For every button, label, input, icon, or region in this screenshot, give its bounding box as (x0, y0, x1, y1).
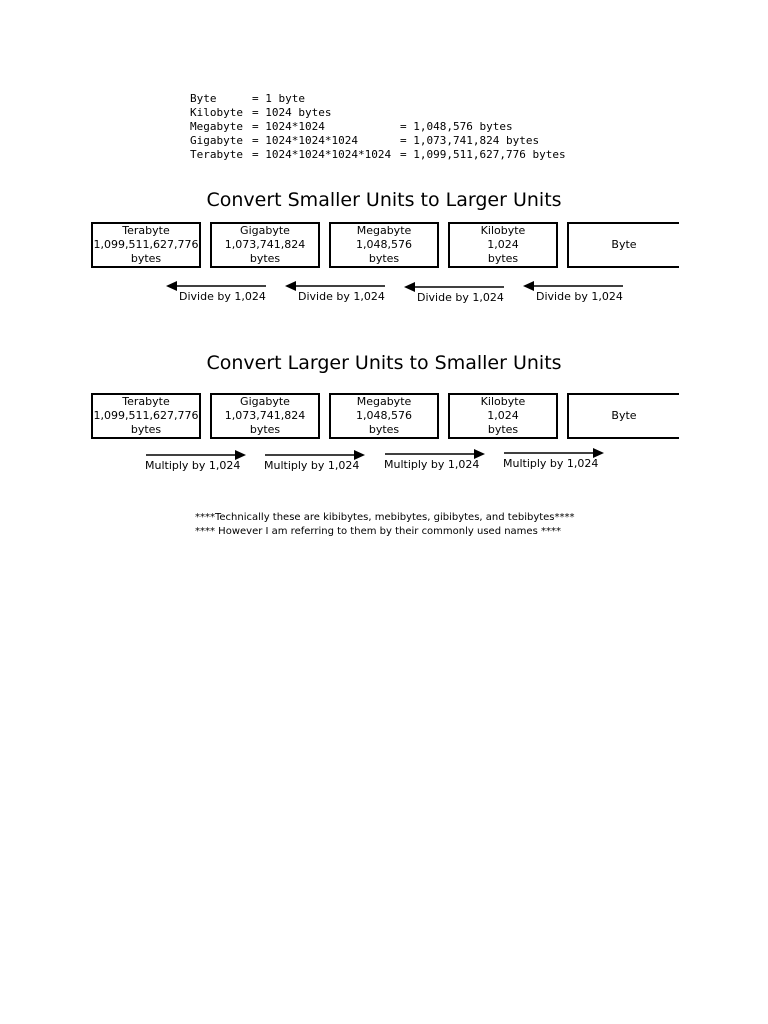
arrow-label: Multiply by 1,024 (384, 458, 480, 471)
unit-box-kilobyte: Kilobyte 1,024 bytes (448, 222, 558, 268)
arrow-label: Multiply by 1,024 (503, 457, 599, 470)
definition-expression: = 1024*1024*1024 (252, 134, 358, 147)
definition-expression: = 1024*1024 (252, 120, 325, 133)
unit-name: Megabyte (356, 224, 412, 237)
arrow-right-icon (146, 450, 246, 460)
arrow-right-icon (265, 450, 365, 460)
multiply-arrow: Multiply by 1,024 (145, 447, 256, 477)
unit-name: Terabyte (122, 395, 170, 408)
definition-unit: Terabyte (190, 148, 243, 161)
unit-label: bytes (487, 423, 519, 436)
definition-row: Kilobyte = 1024 bytes (190, 106, 331, 120)
unit-value: 1,073,741,824 (224, 238, 306, 251)
section-title-smaller-to-larger: Convert Smaller Units to Larger Units (206, 189, 562, 211)
unit-value: 1,024 (487, 409, 519, 422)
arrow-left-icon (285, 281, 385, 291)
unit-box-megabyte: Megabyte 1,048,576 bytes (329, 393, 439, 439)
arrow-right-icon (504, 448, 604, 458)
divide-arrow: Divide by 1,024 (404, 279, 514, 309)
unit-name: Terabyte (122, 224, 170, 237)
multiply-arrow: Multiply by 1,024 (384, 446, 495, 476)
divide-arrow: Divide by 1,024 (166, 278, 276, 308)
unit-name: Byte (611, 238, 637, 251)
definition-expression: = 1024 bytes (252, 106, 332, 119)
definition-result: = 1,099,511,627,776 bytes (400, 148, 566, 161)
arrow-left-icon (404, 282, 504, 292)
arrow-label: Multiply by 1,024 (145, 459, 241, 472)
unit-box-gigabyte: Gigabyte 1,073,741,824 bytes (210, 222, 320, 268)
arrow-label: Divide by 1,024 (298, 290, 385, 303)
unit-value: 1,073,741,824 (224, 409, 306, 422)
definition-expression: = 1024*1024*1024*1024 (252, 148, 392, 161)
unit-label: bytes (249, 423, 281, 436)
unit-box-byte: Byte (567, 222, 679, 268)
unit-name: Kilobyte (480, 395, 526, 408)
multiply-arrow: Multiply by 1,024 (264, 447, 375, 477)
unit-label: bytes (368, 423, 400, 436)
unit-name: Kilobyte (480, 224, 526, 237)
multiply-arrow: Multiply by 1,024 (503, 445, 614, 475)
definition-result: = 1,073,741,824 bytes (400, 134, 540, 147)
footnotes: ****Technically these are kibibytes, meb… (195, 511, 575, 539)
definition-unit: Gigabyte (190, 134, 243, 147)
arrow-label: Divide by 1,024 (179, 290, 266, 303)
unit-box-gigabyte: Gigabyte 1,073,741,824 bytes (210, 393, 320, 439)
unit-box-byte: Byte (567, 393, 679, 439)
arrow-label: Divide by 1,024 (536, 290, 623, 303)
definition-unit: Kilobyte (190, 106, 243, 119)
unit-value: 1,024 (487, 238, 519, 251)
definition-row: Terabyte = 1024*1024*1024*1024 = 1,099,5… (190, 148, 566, 162)
divide-arrow: Divide by 1,024 (523, 278, 633, 308)
unit-label: bytes (487, 252, 519, 265)
definition-expression: = 1 byte (252, 92, 305, 105)
arrow-left-icon (523, 281, 623, 291)
definition-row: Byte = 1 byte (190, 92, 305, 106)
unit-name: Gigabyte (240, 395, 290, 408)
unit-definitions: Byte = 1 byte Kilobyte = 1024 bytes Mega… (190, 92, 566, 162)
definition-unit: Byte (190, 92, 217, 105)
unit-value: 1,048,576 (356, 409, 412, 422)
unit-box-megabyte: Megabyte 1,048,576 bytes (329, 222, 439, 268)
footnote-line: **** However I am referring to them by t… (195, 526, 561, 537)
unit-label: bytes (130, 252, 162, 265)
arrow-left-icon (166, 281, 266, 291)
definition-row: Megabyte = 1024*1024 = 1,048,576 bytes (190, 120, 513, 134)
arrow-right-icon (385, 449, 485, 459)
unit-name: Megabyte (356, 395, 412, 408)
unit-value: 1,099,511,627,776 (93, 409, 199, 422)
footnote-line: ****Technically these are kibibytes, meb… (195, 512, 575, 523)
unit-box-terabyte: Terabyte 1,099,511,627,776 bytes (91, 393, 201, 439)
definition-unit: Megabyte (190, 120, 243, 133)
unit-name: Byte (611, 409, 637, 422)
arrow-label: Multiply by 1,024 (264, 459, 360, 472)
arrow-label: Divide by 1,024 (417, 291, 504, 304)
unit-box-kilobyte: Kilobyte 1,024 bytes (448, 393, 558, 439)
unit-label: bytes (130, 423, 162, 436)
definition-result: = 1,048,576 bytes (400, 120, 513, 133)
section-title-larger-to-smaller: Convert Larger Units to Smaller Units (206, 352, 562, 374)
definition-row: Gigabyte = 1024*1024*1024 = 1,073,741,82… (190, 134, 539, 148)
unit-label: bytes (368, 252, 400, 265)
unit-value: 1,048,576 (356, 238, 412, 251)
unit-box-terabyte: Terabyte 1,099,511,627,776 bytes (91, 222, 201, 268)
unit-label: bytes (249, 252, 281, 265)
unit-value: 1,099,511,627,776 (93, 238, 199, 251)
divide-arrow: Divide by 1,024 (285, 278, 395, 308)
unit-name: Gigabyte (240, 224, 290, 237)
